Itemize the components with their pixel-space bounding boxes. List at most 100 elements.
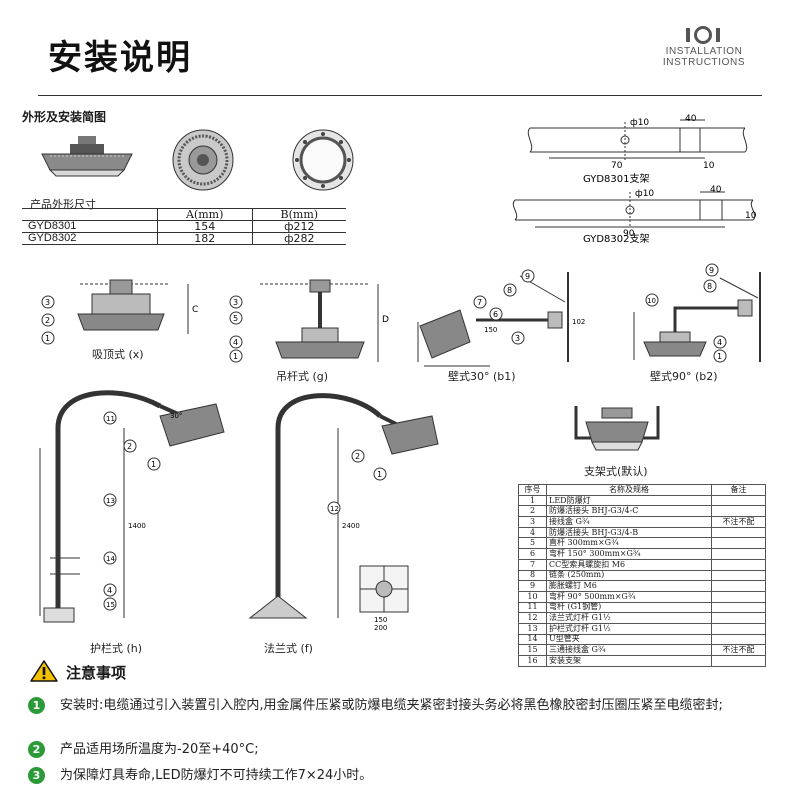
svg-text:8: 8 xyxy=(507,286,512,295)
warning-icon xyxy=(30,660,58,682)
parts-cell: 不注不配 xyxy=(711,644,766,656)
spec-table-caption: 产品外形尺寸 xyxy=(30,198,96,211)
svg-text:6: 6 xyxy=(493,310,498,319)
parts-cell: 7 xyxy=(518,558,547,571)
parts-cell: 4 xyxy=(518,526,547,539)
bracket-8301-caption: GYD8301支架 xyxy=(583,173,650,185)
parts-cell xyxy=(711,580,766,592)
dim-150: 150 xyxy=(484,326,497,334)
callout-1: 1 xyxy=(45,334,50,343)
brand-block: INSTALLATION INSTRUCTIONS xyxy=(648,22,760,68)
flange-dim-200: 200 xyxy=(374,624,387,632)
parts-cell: 弯杆 90° 500mm×G¾ xyxy=(546,590,712,603)
parts-cell: 16 xyxy=(518,655,547,667)
svg-text:1: 1 xyxy=(717,352,722,361)
parts-cell: 12 xyxy=(518,612,547,624)
parts-cell xyxy=(711,655,766,667)
caption-pendant: 吊杆式 (g) xyxy=(276,370,329,383)
note-item: 3 为保障灯具寿命,LED防爆灯不可持续工作7×24小时。 xyxy=(28,766,788,786)
parts-header-no: 序号 xyxy=(518,484,547,496)
bracket-8302-caption: GYD8302支架 xyxy=(583,233,650,245)
note-number-badge: 3 xyxy=(28,767,45,784)
flange-dim-150: 150 xyxy=(374,616,387,624)
bracket-8301-dim-length: 70 xyxy=(611,161,623,171)
dim-1400: 1400 xyxy=(128,522,146,530)
caption-flange: 法兰式 (f) xyxy=(264,642,313,655)
svg-text:4: 4 xyxy=(717,338,722,347)
bracket-8302-drawing xyxy=(512,191,756,228)
parts-cell xyxy=(711,601,766,614)
callout-3: 3 xyxy=(45,298,50,307)
bracket-drawings: ф10 40 70 10 GYD8301支架 ф10 40 90 10 GYD8… xyxy=(512,114,757,245)
spec-table-header-row: A(mm) B(mm) xyxy=(22,208,346,221)
parts-cell: 2 xyxy=(518,505,547,518)
parts-cell: 不注不配 xyxy=(711,516,766,528)
spec-cell: ф212 xyxy=(251,220,346,233)
dim-2400: 2400 xyxy=(342,522,360,530)
caption-wall30: 壁式30° (b1) xyxy=(448,370,516,383)
parts-cell xyxy=(711,569,766,582)
svg-text:4: 4 xyxy=(107,586,112,595)
parts-cell: 6 xyxy=(518,548,547,560)
svg-text:12: 12 xyxy=(330,505,339,513)
dim-d: D xyxy=(382,315,389,325)
bracket-8302-dim-hole: ф10 xyxy=(635,189,654,199)
spec-header-b: B(mm) xyxy=(251,208,346,221)
parts-cell: 8 xyxy=(518,569,547,582)
angle-30: 30° xyxy=(170,412,182,420)
spec-header-model xyxy=(22,208,158,221)
spec-cell: 154 xyxy=(156,220,253,233)
dim-c: C xyxy=(192,305,198,315)
spec-cell: GYD8302 xyxy=(22,232,158,245)
bracket-8302-dim-width: 40 xyxy=(710,185,722,195)
parts-cell: 13 xyxy=(518,622,547,635)
parts-cell: 法兰式灯杆 G1½ xyxy=(546,612,712,624)
guardrail-mount-drawing xyxy=(39,390,225,623)
parts-cell: 弯杆 150° 300mm×G¾ xyxy=(546,548,712,560)
parts-cell: 5 xyxy=(518,537,547,550)
brand-logo-icon xyxy=(648,22,760,46)
svg-text:5: 5 xyxy=(233,314,238,323)
parts-cell: 15 xyxy=(518,644,547,656)
bracket-8301-dim-width: 40 xyxy=(685,114,697,124)
parts-table-header-row: 序号 名称及规格 备注 xyxy=(518,484,766,496)
flange-mount-drawing xyxy=(248,393,439,619)
table-row: GYD8302 182 ф282 xyxy=(22,232,346,245)
parts-header-remark: 备注 xyxy=(711,484,766,496)
parts-cell xyxy=(711,494,766,507)
parts-cell xyxy=(711,612,766,624)
svg-text:8: 8 xyxy=(707,282,712,291)
caption-wall90: 壁式90° (b2) xyxy=(650,370,718,383)
svg-text:15: 15 xyxy=(106,601,115,609)
parts-cell xyxy=(711,526,766,539)
caption-bracket: 支架式(默认) xyxy=(584,465,648,478)
notes-title: 注意事项 xyxy=(66,664,127,682)
caption-guardrail: 护栏式 (h) xyxy=(90,642,143,655)
brand-line-1: INSTALLATION xyxy=(665,46,743,57)
bracket-8301-dim-hole: ф10 xyxy=(630,118,649,128)
svg-text:7: 7 xyxy=(477,298,482,307)
parts-header-name: 名称及规格 xyxy=(546,484,712,496)
caption-ceiling: 吸顶式 (x) xyxy=(92,348,144,361)
note-number-badge: 2 xyxy=(28,741,45,758)
bracket-8302-dim-edge: 10 xyxy=(745,211,757,221)
parts-cell xyxy=(711,633,766,646)
note-item: 2 产品适用场所温度为-20至+40°C; xyxy=(28,740,788,760)
parts-cell: 三通接线盒 G¾ xyxy=(546,644,712,656)
lamp-top-view-icon xyxy=(172,129,234,191)
parts-cell xyxy=(711,537,766,550)
mount-drawings-row1: 3 2 1 C 3 5 4 1 D 9 8 7 6 3 150 102 9 xyxy=(41,263,761,367)
svg-text:2: 2 xyxy=(355,452,360,461)
